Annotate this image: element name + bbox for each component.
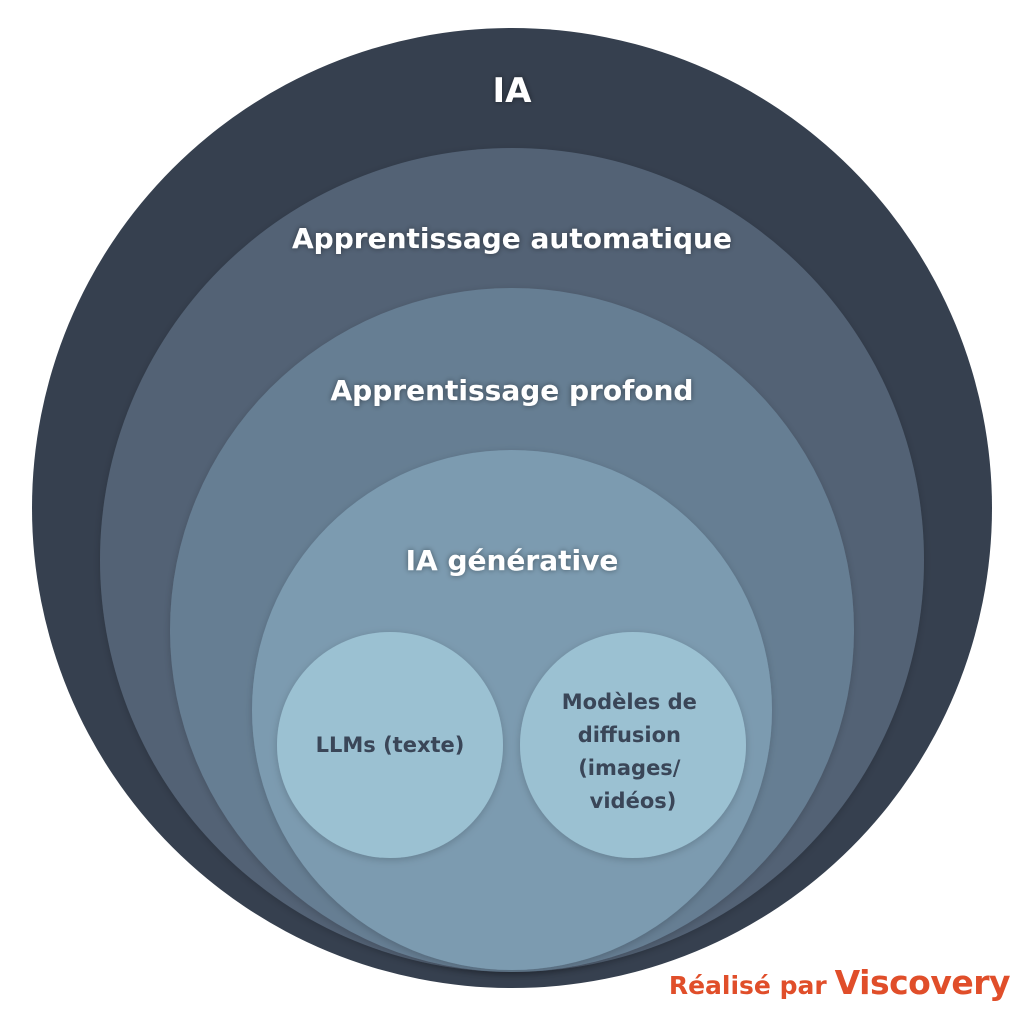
label-diffusion-models: Modèles de diffusion (images/ vidéos) <box>562 690 704 813</box>
circle-llm <box>277 632 503 858</box>
credit-prefix: Réalisé par <box>668 971 827 1000</box>
label-generative-ai: IA générative <box>406 544 619 577</box>
label-diffusion-line-3: (images/ <box>578 756 681 780</box>
label-diffusion-line-4: vidéos) <box>590 789 677 813</box>
circle-diffusion-models <box>520 632 746 858</box>
label-deep-learning: Apprentissage profond <box>331 374 694 407</box>
label-machine-learning: Apprentissage automatique <box>292 222 732 255</box>
label-llm: LLMs (texte) <box>316 733 465 757</box>
brand-logo-text: Viscovery <box>834 963 1011 1002</box>
credit-line: Réalisé par Viscovery <box>668 963 1011 1002</box>
label-ia: IA <box>493 71 533 111</box>
label-diffusion-line-2: diffusion <box>578 723 681 747</box>
label-diffusion-line-1: Modèles de <box>562 690 697 714</box>
